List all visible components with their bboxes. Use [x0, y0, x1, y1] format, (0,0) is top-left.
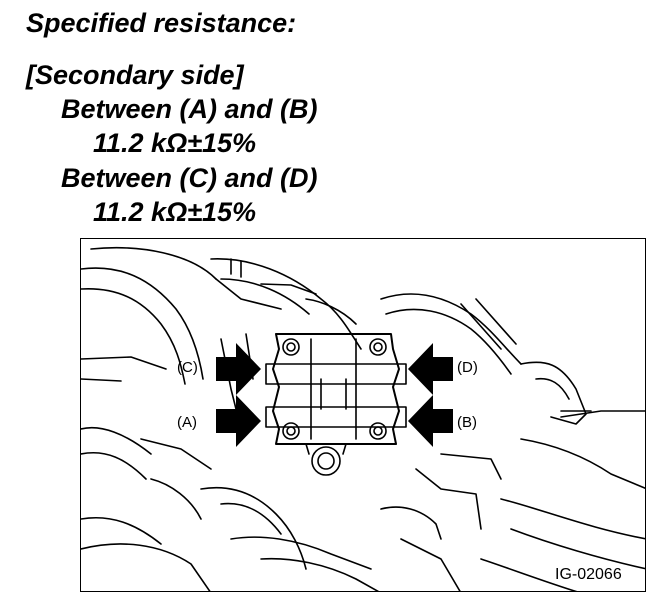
label-c: (C)	[177, 359, 198, 376]
pair-ab-value: 11.2 kΩ±15%	[93, 128, 257, 158]
pair-cd-label: Between (C) and (D)	[61, 163, 318, 193]
label-d: (D)	[457, 359, 478, 376]
spec-title: Specified resistance:	[26, 8, 297, 38]
engine-bay-drawing	[81, 246, 645, 591]
label-a: (A)	[177, 414, 197, 431]
arrow-c	[216, 343, 261, 395]
arrow-a	[216, 395, 261, 447]
label-b: (B)	[457, 414, 477, 431]
figure-id: IG-02066	[555, 566, 622, 583]
ignition-coil	[265, 333, 407, 476]
pair-ab-label: Between (A) and (B)	[61, 94, 318, 124]
section-label: [Secondary side]	[26, 60, 244, 90]
pair-cd-value: 11.2 kΩ±15%	[93, 197, 257, 227]
arrow-b	[408, 395, 453, 447]
arrow-d	[408, 343, 453, 395]
background-hoses	[81, 246, 645, 591]
terminal-arrows	[216, 343, 453, 447]
ignition-coil-illustration: (C) (A) (D) (B) IG-02066	[80, 238, 646, 592]
